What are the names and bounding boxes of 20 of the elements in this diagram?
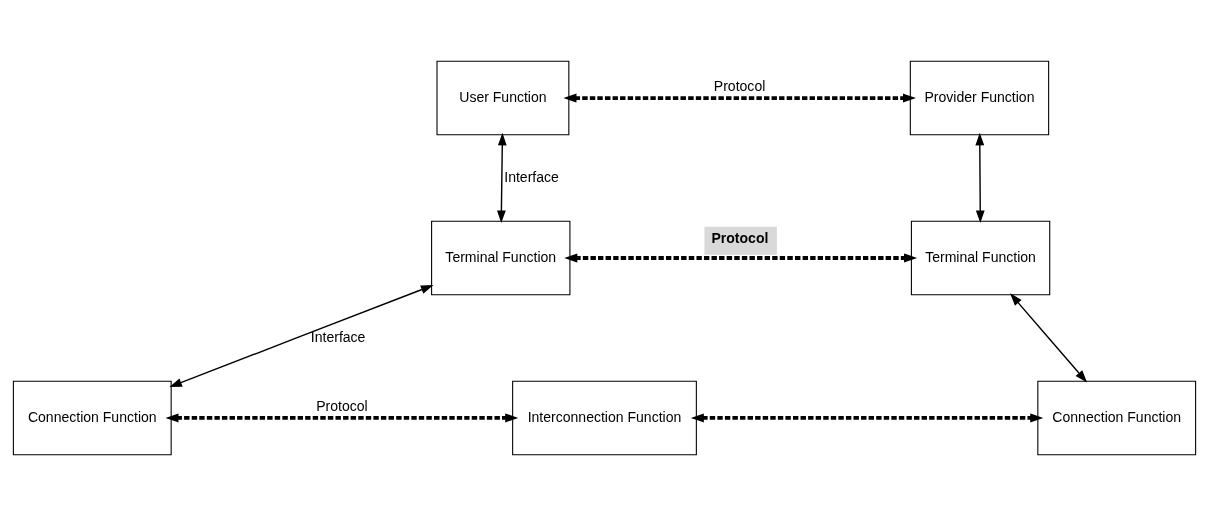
edge-label: Interface (310, 328, 366, 345)
arrow (169, 285, 434, 388)
node-box: Terminal Function (431, 220, 571, 296)
arrow (564, 253, 918, 263)
node-box: Terminal Function (910, 220, 1051, 296)
node-box: Connection Function (12, 380, 172, 456)
arrow (563, 93, 916, 103)
arrow (690, 413, 1044, 423)
edge-label: Interface (504, 168, 559, 185)
edge-label: Protocol (711, 230, 769, 247)
arrow (497, 132, 507, 224)
node-box: User Function (436, 60, 570, 136)
arrow (1010, 293, 1088, 383)
node-box: Connection Function (1037, 380, 1197, 456)
edge-label: Protocol (713, 77, 766, 94)
edge-label: Protocol (316, 397, 368, 414)
arrow (975, 132, 985, 224)
node-box: Interconnection Function (512, 380, 697, 456)
node-box: Provider Function (909, 60, 1050, 136)
arrow (165, 413, 519, 423)
